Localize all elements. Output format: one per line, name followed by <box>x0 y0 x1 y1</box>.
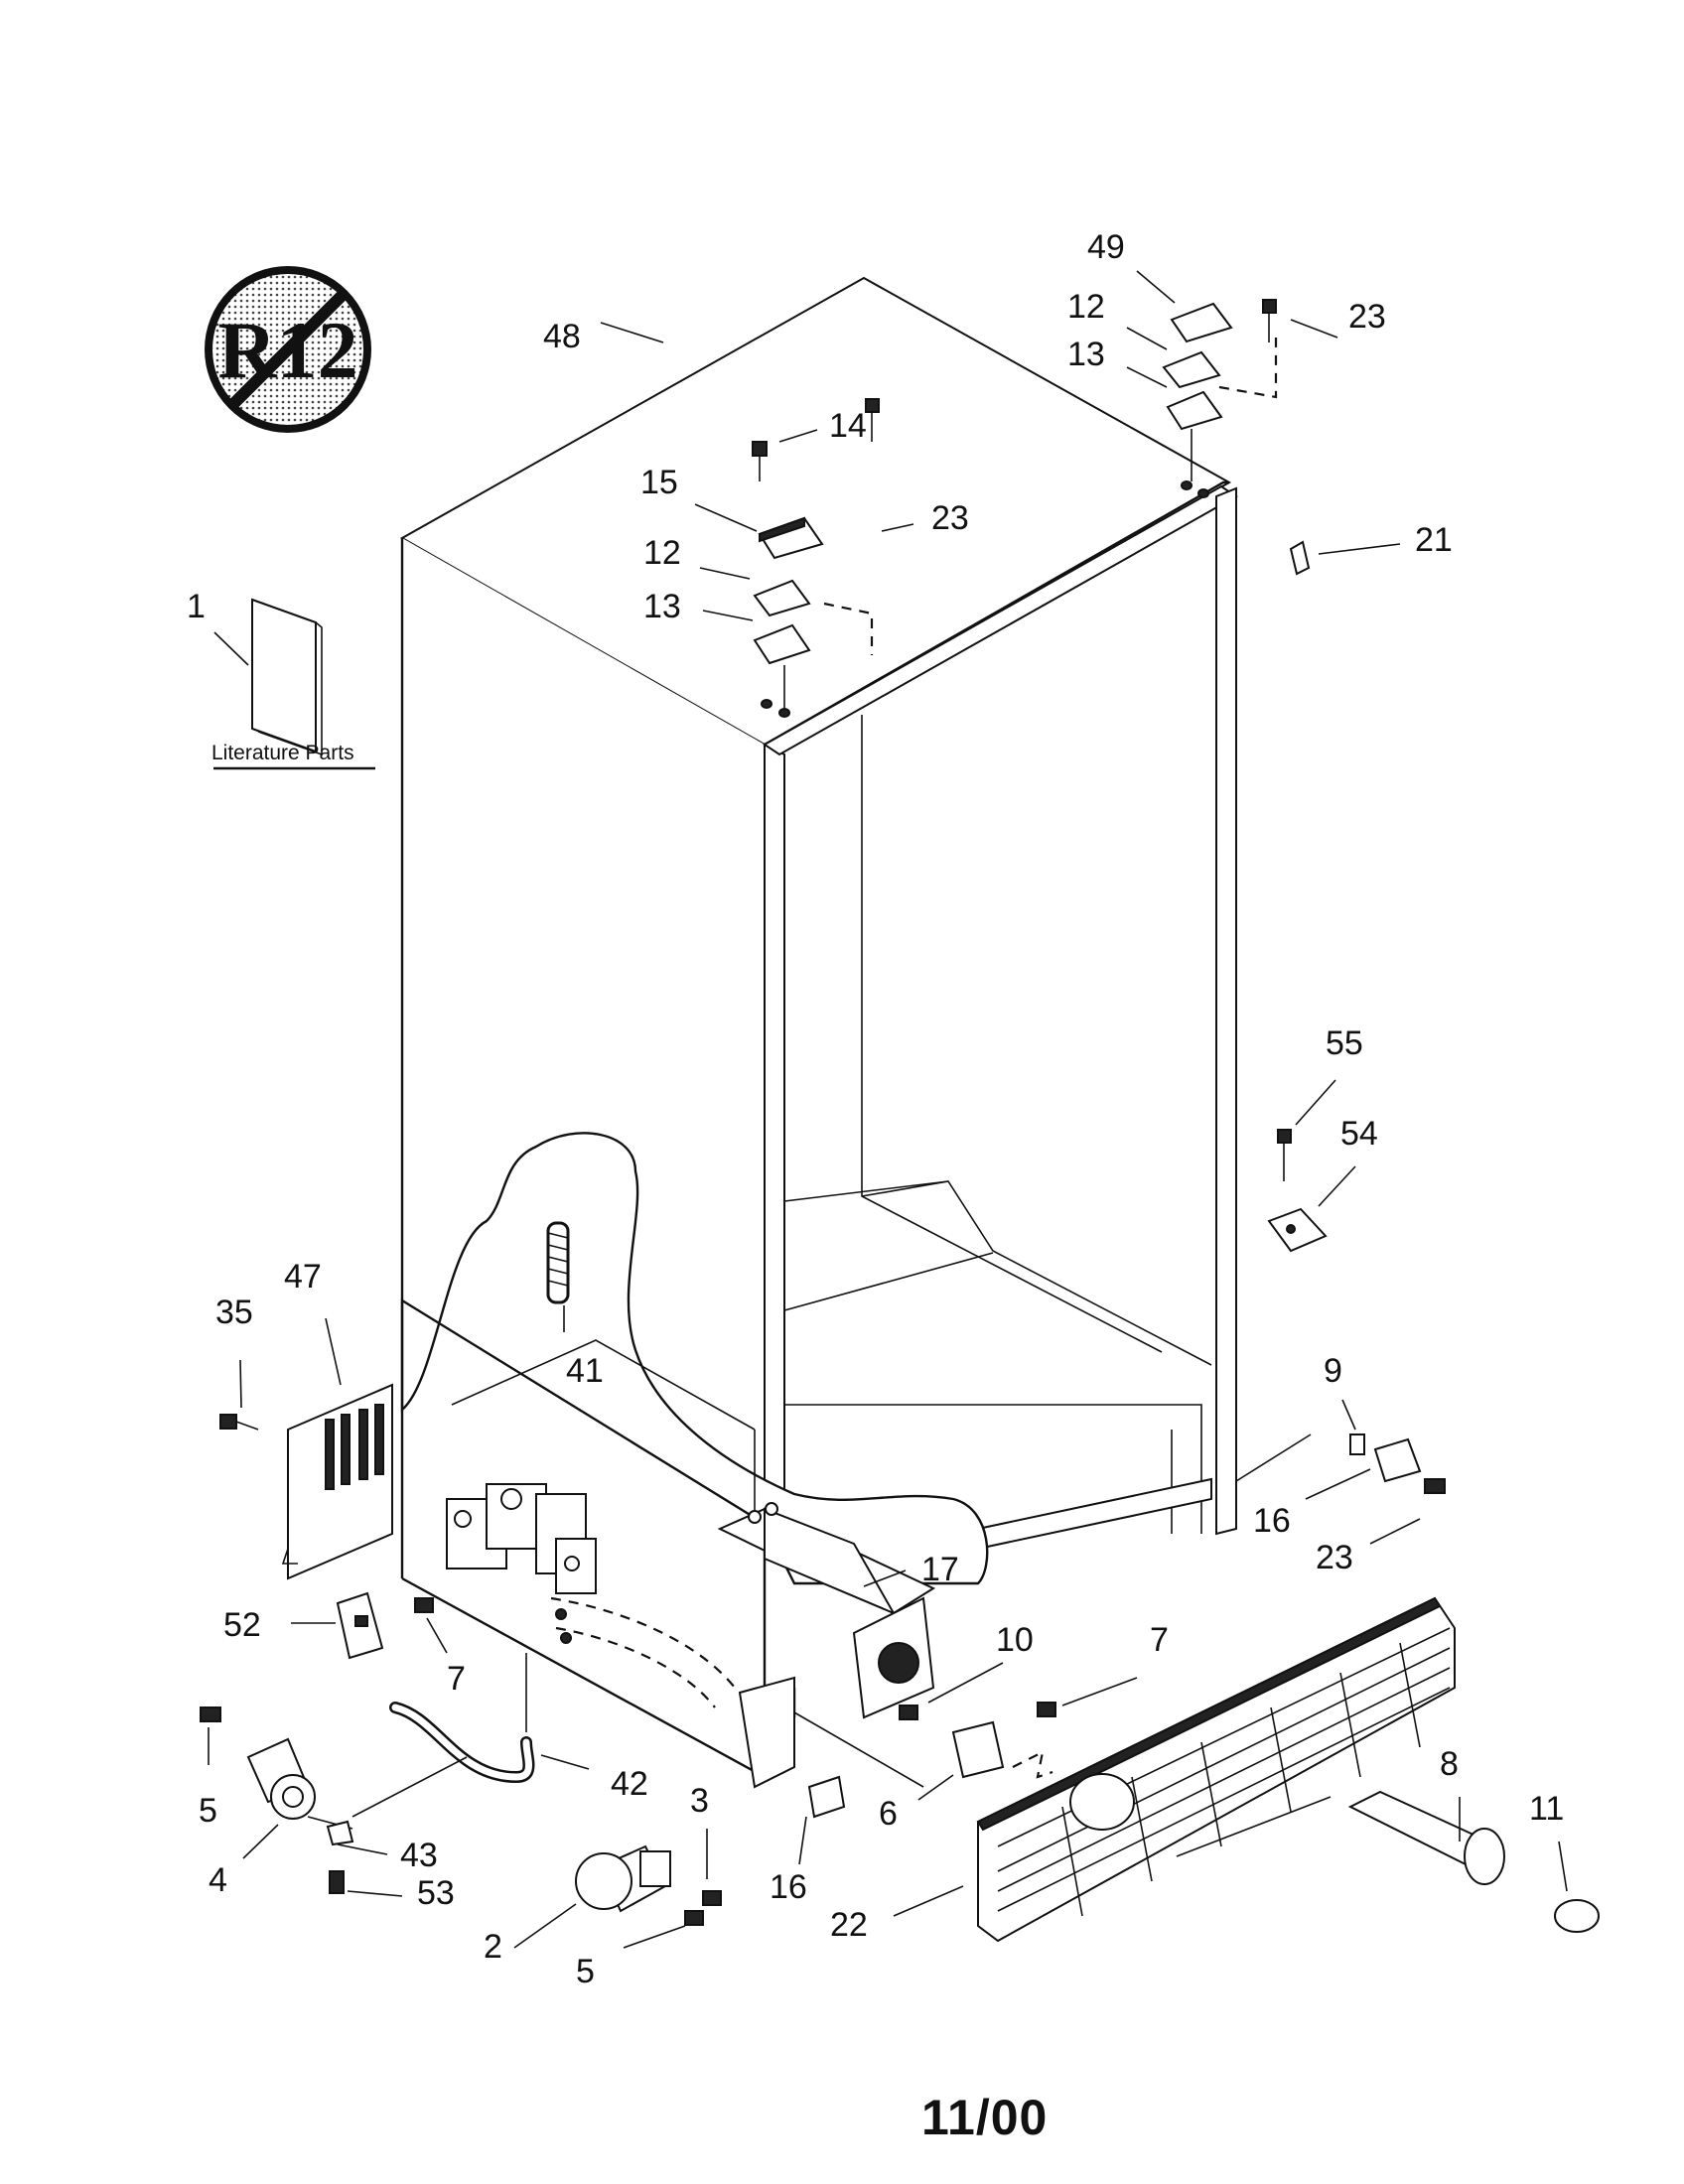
callout-48: 48 <box>543 318 581 355</box>
callout-4: 4 <box>209 1861 227 1899</box>
screw-part-7-right <box>1037 1702 1056 1717</box>
toe-grille-part-22 <box>976 1596 1456 1943</box>
callout-16-bottom: 16 <box>770 1868 807 1906</box>
compressor-hint <box>446 1483 597 1594</box>
callout-42: 42 <box>611 1765 648 1803</box>
callout-10: 10 <box>996 1621 1034 1659</box>
callout-12-left: 12 <box>643 534 681 572</box>
callout-5-bottom: 5 <box>576 1953 595 1990</box>
callout-15: 15 <box>640 464 678 501</box>
callout-35: 35 <box>215 1294 253 1331</box>
callout-23-left: 23 <box>931 499 969 537</box>
roller-part-2 <box>575 1844 722 1926</box>
callout-9: 9 <box>1324 1352 1342 1390</box>
callout-13-left: 13 <box>643 588 681 625</box>
water-filter-part-8 <box>1176 1790 1600 1933</box>
callout-14: 14 <box>829 407 867 445</box>
callout-17: 17 <box>921 1551 959 1588</box>
no-r12-badge: R12 <box>205 266 371 433</box>
callout-16-right: 16 <box>1253 1502 1291 1540</box>
callout-43: 43 <box>400 1837 438 1874</box>
bracket-parts-54-55 <box>1267 1129 1328 1253</box>
drain-trough-part-17 <box>717 1502 936 1719</box>
literature-parts-label: Literature Parts <box>211 742 354 764</box>
callout-7-left: 7 <box>447 1660 466 1698</box>
left-hinge-assembly <box>752 398 880 710</box>
bracket-part-16 <box>807 1775 846 1819</box>
callout-5-left: 5 <box>199 1792 217 1830</box>
callout-12-right: 12 <box>1067 288 1105 326</box>
callout-47: 47 <box>284 1258 322 1296</box>
leader-lines <box>208 270 1568 1949</box>
callout-3: 3 <box>690 1782 709 1820</box>
callout-8: 8 <box>1440 1745 1459 1783</box>
spring-part-41 <box>546 1221 570 1304</box>
screw-part-10 <box>899 1705 918 1720</box>
callout-22: 22 <box>830 1906 868 1944</box>
clip-part-21 <box>1289 540 1311 576</box>
callout-41: 41 <box>566 1352 604 1390</box>
callout-54: 54 <box>1340 1115 1378 1153</box>
callout-11: 11 <box>1529 1790 1564 1828</box>
callout-55: 55 <box>1326 1024 1363 1062</box>
callout-53: 53 <box>417 1874 455 1912</box>
callout-numbers: 1 48 49 12 23 13 14 15 23 12 13 21 55 54… <box>187 228 1564 1990</box>
callout-49: 49 <box>1087 228 1125 266</box>
literature-parts: Literature Parts <box>211 598 375 770</box>
footer-date: 11/00 <box>921 2090 1048 2145</box>
callout-23-right: 23 <box>1348 298 1386 336</box>
back-panel-part-47 <box>219 1383 393 1580</box>
right-bracket-parts <box>1349 1433 1446 1494</box>
hinge-bracket-part-52 <box>336 1591 434 1660</box>
callout-2: 2 <box>484 1928 502 1966</box>
callout-21: 21 <box>1415 521 1453 559</box>
callout-6: 6 <box>879 1795 898 1833</box>
callout-7-right: 7 <box>1150 1621 1169 1659</box>
right-hinge-assembly <box>1162 299 1278 481</box>
callout-1: 1 <box>187 588 206 625</box>
callout-13-right: 13 <box>1067 336 1105 373</box>
callout-52: 52 <box>223 1606 261 1644</box>
roller-part-4 <box>200 1706 468 1894</box>
bracket-part-6 <box>951 1720 1005 1779</box>
callout-23-lower: 23 <box>1316 1539 1353 1576</box>
